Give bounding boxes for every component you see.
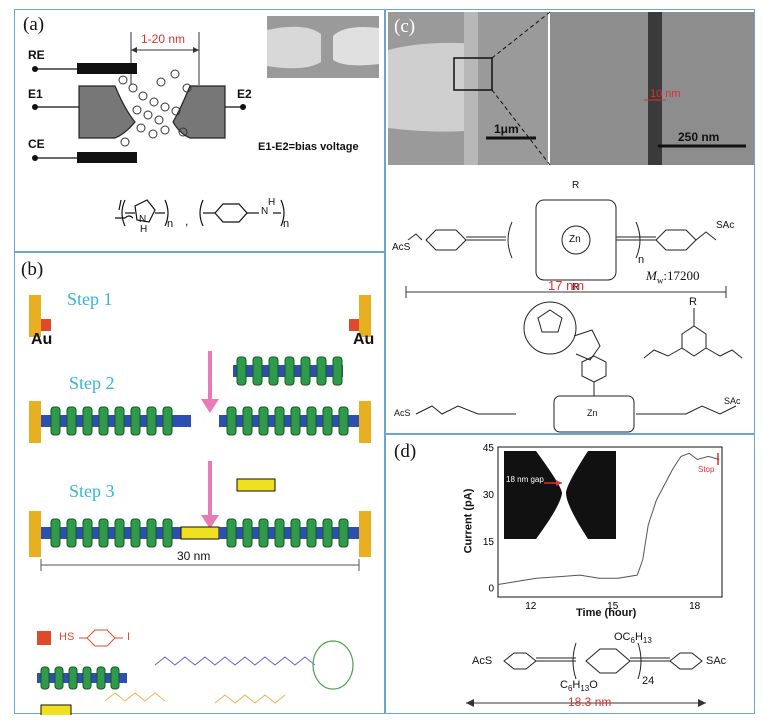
x-tick-label: 15 xyxy=(607,601,619,612)
polymer-separator: , xyxy=(185,214,189,228)
acs-left: AcS xyxy=(392,242,411,253)
polyaniline-repeat: n xyxy=(283,218,290,230)
panel-d-label: (d) xyxy=(394,441,417,462)
panel-b-label: (b) xyxy=(21,259,44,280)
sem-scale-1um: 1μm xyxy=(494,122,519,136)
y-tick-label: 15 xyxy=(483,537,495,548)
electrode-ce: CE xyxy=(28,137,45,151)
repeat-24: 24 xyxy=(642,675,655,687)
fullerene-acs: AcS xyxy=(394,408,411,418)
molecular-weight: Mw:17200 xyxy=(646,268,700,286)
polypyrrole-n-atom: N xyxy=(139,214,147,225)
sem-scale-250nm: 250 nm xyxy=(678,130,720,144)
porphyrin-r-bottom: R xyxy=(572,282,580,293)
current-series-line xyxy=(497,452,720,585)
inset-gap-label: 18 nm gap xyxy=(506,475,544,484)
stop-label: Stop xyxy=(698,465,715,474)
y-tick-label: 30 xyxy=(483,490,495,501)
current-time-chart: 12 15 18 0 15 30 45 xyxy=(466,443,723,707)
fullerene-r: R xyxy=(689,296,697,308)
panel-a-label: (a) xyxy=(23,14,45,35)
polyaniline-h: H xyxy=(268,197,276,208)
panel-c-diagram xyxy=(388,11,754,433)
scale-30nm: 30 nm xyxy=(177,549,211,563)
panel-b-diagram xyxy=(29,295,371,715)
alkoxy-top: OC6H13 xyxy=(614,631,652,646)
y-tick-label: 0 xyxy=(488,584,494,595)
panel-d: 12 15 18 0 15 30 45 (d) 18 nm gap Stop Current… xyxy=(385,434,755,714)
panel-b: (b) Step 1 Step 2 Step 3 Au Au 30 nm HS … xyxy=(14,252,385,715)
step-1-label: Step 1 xyxy=(67,289,113,309)
porphyrin-repeat: n xyxy=(638,254,645,266)
x-tick-label: 12 xyxy=(525,601,537,612)
gap-label: 1-20 nm xyxy=(141,32,186,46)
molecule-sac: SAc xyxy=(706,655,727,667)
electrode-e2: E2 xyxy=(237,87,252,101)
fullerene-sac: SAc xyxy=(724,396,741,406)
step-3-label: Step 3 xyxy=(69,481,115,501)
gold-right-label: Au xyxy=(353,331,375,348)
y-tick-label: 45 xyxy=(483,443,495,454)
polypyrrole-h: H xyxy=(140,224,148,235)
porphyrin-zn: Zn xyxy=(569,234,581,245)
gold-left-label: Au xyxy=(31,331,53,348)
fullerene-zn: Zn xyxy=(587,408,598,418)
panel-c-label: (c) xyxy=(394,16,416,37)
panel-a-diagram xyxy=(32,16,379,227)
gap-10nm: 10 nm xyxy=(650,88,681,100)
porphyrin-r-top: R xyxy=(572,180,580,191)
panel-c: (c) 1μm 10 nm 250 nm R Zn R n AcS SAc Mw… xyxy=(385,9,755,434)
y-axis-label: Current (pA) xyxy=(462,488,475,554)
panel-a: (a) 1-20 nm RE E1 CE E2 E1-E2=bias volta… xyxy=(14,9,385,252)
linker-iodide: I xyxy=(127,631,131,643)
linker-thiol: HS xyxy=(59,631,75,643)
length-18-3nm: 18.3 nm xyxy=(568,695,612,709)
alkoxy-bottom: C6H13O xyxy=(560,679,598,694)
x-tick-label: 18 xyxy=(689,601,701,612)
electrode-re: RE xyxy=(28,48,45,62)
polyaniline-n-atom: N xyxy=(261,206,269,217)
polypyrrole-repeat: n xyxy=(167,218,174,230)
sac-right: SAc xyxy=(716,220,735,231)
bias-note: E1-E2=bias voltage xyxy=(258,141,359,153)
electrode-e1: E1 xyxy=(28,87,43,101)
step-2-label: Step 2 xyxy=(69,373,115,393)
x-axis-label: Time (hour) xyxy=(576,607,637,619)
length-17nm: 17 nm xyxy=(548,278,585,293)
molecule-acs: AcS xyxy=(472,655,493,667)
